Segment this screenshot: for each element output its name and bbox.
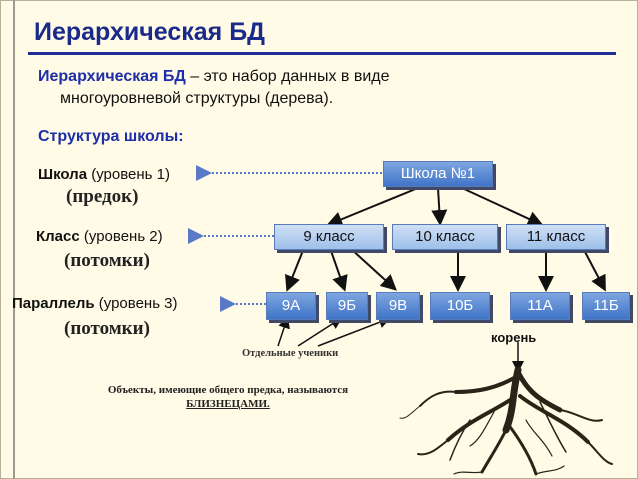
level-parallel-label: Параллель (уровень 3) xyxy=(12,295,178,312)
definition-term: Иерархическая БД xyxy=(38,68,186,85)
node-9a: 9А xyxy=(266,292,316,320)
edge-root-9 xyxy=(326,187,419,227)
node-class-10: 10 класс xyxy=(392,224,498,250)
node-class-9: 9 класс xyxy=(274,224,384,250)
definition-text: Иерархическая БД – это набор данных в ви… xyxy=(38,66,578,110)
siblings-note-line2: БЛИЗНЕЦАМИ. xyxy=(186,398,270,410)
node-11b: 11Б xyxy=(582,292,630,320)
node-class-11: 11 класс xyxy=(506,224,606,250)
node-9v: 9В xyxy=(376,292,420,320)
level-name: Параллель xyxy=(12,295,95,312)
level-name: Школа xyxy=(38,166,88,183)
edge-students-9a xyxy=(277,316,290,347)
level-detail: (уровень 3) xyxy=(94,295,178,312)
level-detail: (уровень 2) xyxy=(79,228,163,245)
role-descendants-2: (потомки) xyxy=(64,318,150,339)
siblings-note: Объекты, имеющие общего предка, называют… xyxy=(60,383,396,411)
node-root: Школа №1 xyxy=(383,161,493,187)
structure-heading: Структура школы: xyxy=(38,128,184,145)
slide-title: Иерархическая БД xyxy=(34,18,265,46)
role-ancestor: (предок) xyxy=(66,186,139,207)
edge-students-9v xyxy=(317,316,391,347)
node-10b: 10Б xyxy=(430,292,490,320)
edge-11-11b xyxy=(583,249,606,292)
edge-root-10 xyxy=(431,187,448,226)
edge-root-11 xyxy=(461,187,544,227)
students-note: Отдельные ученики xyxy=(242,348,339,359)
edge-9-9v xyxy=(349,247,397,291)
level-name: Класс xyxy=(36,228,80,245)
node-11a: 11А xyxy=(510,292,570,320)
left-border-line xyxy=(13,0,15,479)
edge-students-9b xyxy=(297,317,343,347)
level-detail: (уровень 1) xyxy=(87,166,170,183)
title-underline xyxy=(28,52,616,55)
edge-9-9a xyxy=(285,247,305,292)
root-label: корень xyxy=(491,330,537,345)
definition-rest: – это набор данных в виде xyxy=(185,68,390,85)
tree-roots-illustration xyxy=(399,366,613,476)
node-9b: 9Б xyxy=(326,292,368,320)
level-class-label: Класс (уровень 2) xyxy=(36,228,163,245)
definition-line2: многоуровневой структуры (дерева). xyxy=(60,90,334,107)
edge-9-9b xyxy=(329,247,348,292)
level-school-label: Школа (уровень 1) xyxy=(38,166,170,183)
siblings-note-line1: Объекты, имеющие общего предка, называют… xyxy=(107,384,349,396)
role-descendants-1: (потомки) xyxy=(64,250,150,271)
